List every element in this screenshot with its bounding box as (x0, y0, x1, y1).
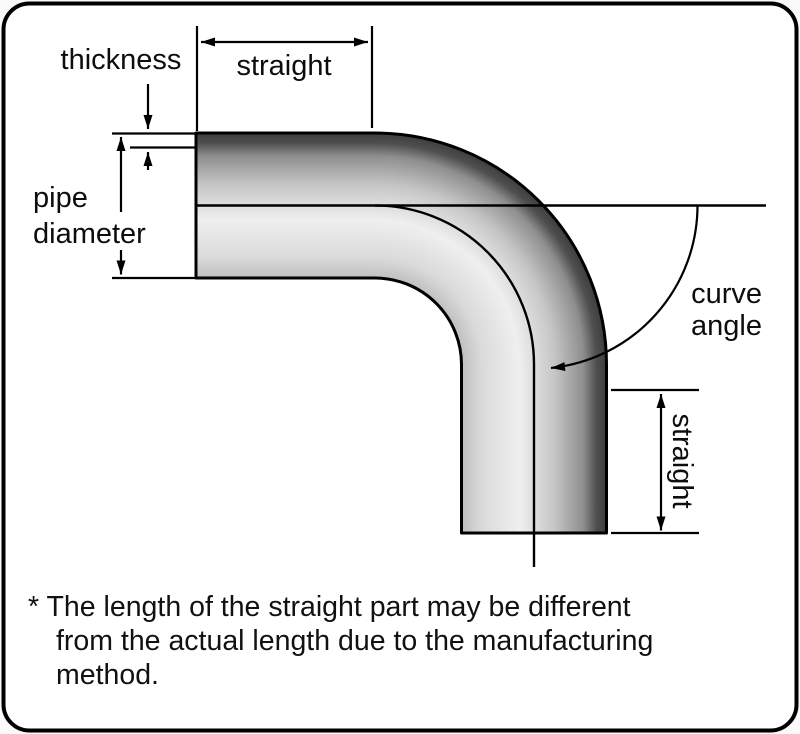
dimension-straight-bottom: straight (611, 388, 699, 535)
footnote-line: from the actual length due to the manufa… (56, 625, 654, 657)
dimension-curve-angle: curve angle (550, 205, 762, 372)
pipe-outline (194, 131, 608, 535)
bend-and-vertical-centerline (374, 204, 536, 567)
pipe-centerlines (196, 204, 766, 567)
straight-top-label: straight (236, 50, 331, 82)
curve-angle-label-line2: angle (691, 310, 762, 342)
footnote: * The length of the straight part may be… (28, 590, 773, 692)
dimension-pipe-diameter: pipe diameter (33, 137, 196, 280)
thickness-label: thickness (61, 44, 182, 76)
pipe-diameter-label-line2: diameter (33, 218, 146, 250)
dimension-straight-top: straight (195, 26, 374, 131)
pipe-bend (375, 133, 607, 365)
footnote-line: * The length of the straight part may be… (28, 591, 631, 623)
pipe-diameter-label-line1: pipe (33, 182, 88, 214)
curve-angle-arc (550, 205, 699, 372)
footnote-line: method. (56, 659, 159, 691)
curve-angle-label-line1: curve (691, 278, 762, 310)
dimension-thickness: thickness (61, 44, 196, 170)
straight-bottom-label: straight (666, 413, 698, 508)
